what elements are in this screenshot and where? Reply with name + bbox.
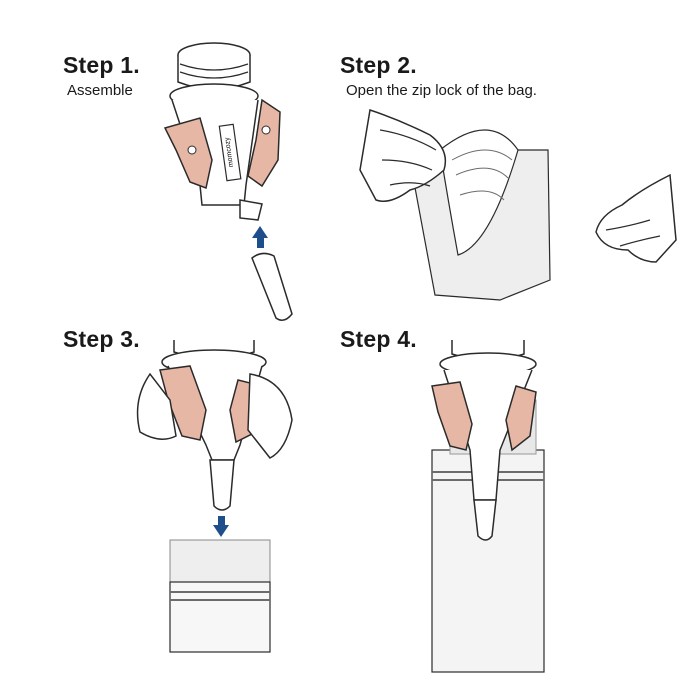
step-1-panel: Step 1. Assemble momcozy — [0, 0, 339, 339]
step-1-illustration: momcozy — [163, 42, 293, 321]
step-3-illustration — [136, 340, 293, 653]
step-2-description: Open the zip lock of the bag. — [346, 82, 537, 99]
step-4-illustration — [431, 340, 545, 673]
step-2-title: Step 2. — [340, 52, 417, 78]
arrow-up-icon — [252, 226, 268, 248]
step-2-panel: Step 2. Open the zip lock of the bag. — [340, 0, 679, 339]
step-1-title: Step 1. — [63, 52, 140, 78]
step-4-title: Step 4. — [340, 326, 417, 352]
step-1-description: Assemble — [67, 82, 133, 99]
arrow-down-icon — [213, 516, 229, 537]
brand-label: momcozy — [224, 136, 235, 167]
step-3-title: Step 3. — [63, 326, 140, 352]
step-4-panel: Step 4. — [340, 326, 679, 679]
step-2-illustration — [359, 109, 677, 301]
step-3-panel: Step 3. — [0, 326, 339, 679]
